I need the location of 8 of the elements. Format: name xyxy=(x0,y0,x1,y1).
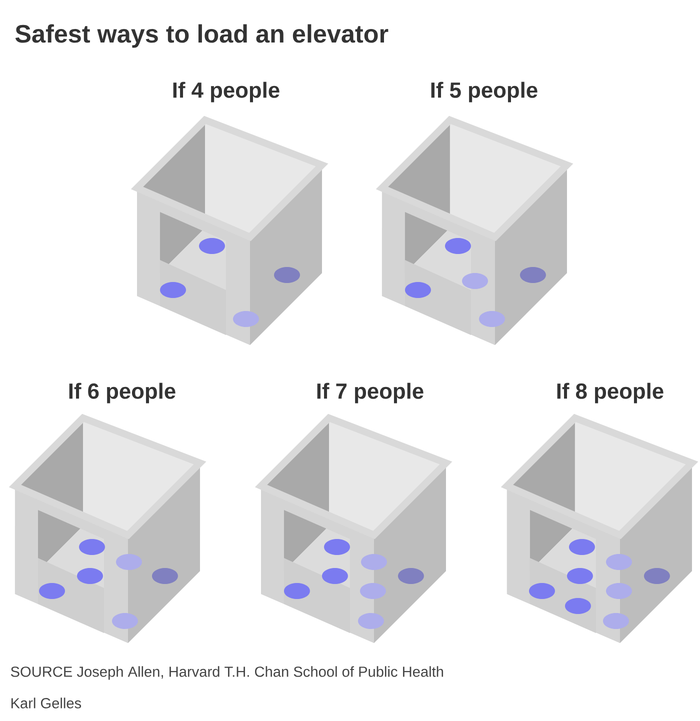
credit-line: Karl Gelles xyxy=(11,698,82,708)
heading: If 8 people xyxy=(557,382,664,404)
title: Safest ways to load an elevator xyxy=(15,24,388,48)
credit-line: SOURCE Joseph Allen, Harvard T.H. Chan School of Public Health xyxy=(10,666,444,680)
heading: If 5 people xyxy=(431,82,538,102)
heading: If 4 people xyxy=(173,82,280,102)
heading: If 7 people xyxy=(317,382,424,404)
heading: If 6 people xyxy=(69,382,176,404)
